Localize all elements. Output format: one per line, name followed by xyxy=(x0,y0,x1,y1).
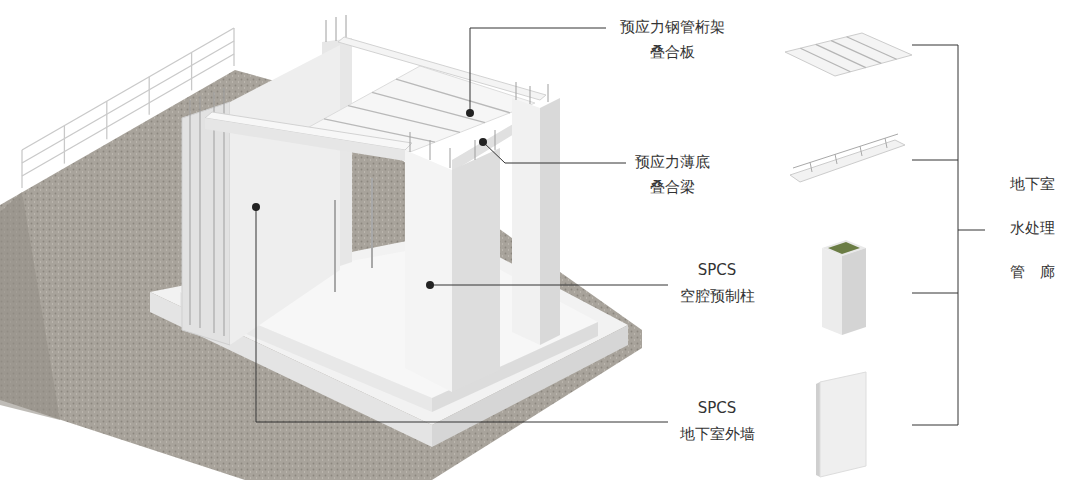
slab-icon-truss xyxy=(800,48,850,72)
callout-label: 预应力钢管桁架 叠合板 xyxy=(620,15,725,65)
wall-edge xyxy=(182,102,230,345)
prop xyxy=(334,200,336,292)
beam-icon-truss xyxy=(810,162,812,172)
leader-line xyxy=(430,285,668,286)
fence-post xyxy=(191,52,192,90)
truss xyxy=(372,92,485,122)
wall-icon-edge xyxy=(816,382,820,477)
rebar xyxy=(475,140,476,160)
beam-icon-truss xyxy=(835,154,837,164)
rebar xyxy=(326,20,327,42)
beam xyxy=(338,37,546,100)
fence-post xyxy=(21,150,22,188)
slab-icon xyxy=(785,33,912,76)
fence-post xyxy=(106,101,107,139)
bracket xyxy=(912,160,958,161)
beam xyxy=(205,118,405,161)
rebar xyxy=(410,132,411,152)
truss xyxy=(348,106,460,133)
beam-icon-truss xyxy=(885,138,887,148)
column-icon xyxy=(842,248,866,335)
wall-face xyxy=(230,45,340,345)
column-side xyxy=(452,148,500,392)
leader-line xyxy=(470,28,606,113)
rebar xyxy=(190,100,191,325)
bracket xyxy=(912,45,958,46)
rebar xyxy=(548,84,549,102)
rebar xyxy=(346,15,347,39)
column-front xyxy=(405,150,452,392)
rebar xyxy=(336,17,337,41)
wall-icon xyxy=(820,372,866,477)
slab-icon-truss xyxy=(831,41,881,64)
leader-dot xyxy=(466,109,474,117)
callout-label: 预应力薄底 叠合梁 xyxy=(635,150,710,200)
rebar xyxy=(495,130,496,150)
slab-icon-truss xyxy=(816,44,866,67)
leader-line xyxy=(483,142,626,163)
leader-line xyxy=(256,207,668,422)
rebar xyxy=(516,82,517,100)
column-icon xyxy=(822,248,842,335)
berm-side xyxy=(0,192,60,420)
rebar xyxy=(450,148,451,168)
callout-label: SPCS 空腔预制柱 xyxy=(680,257,755,309)
fence-post xyxy=(149,77,150,115)
fence-post xyxy=(233,28,234,66)
rebar xyxy=(430,140,431,160)
bracket xyxy=(958,45,959,425)
beam-icon-truss xyxy=(793,134,898,168)
prop xyxy=(371,178,373,268)
bracket xyxy=(912,425,958,426)
column-side xyxy=(540,98,560,345)
beam-icon xyxy=(790,140,905,182)
leader-dot xyxy=(252,203,260,211)
leader-dot xyxy=(426,281,434,289)
slab-icon-truss xyxy=(847,37,897,59)
callout-label: SPCS 地下室外墙 xyxy=(680,395,755,447)
bracket xyxy=(958,230,985,231)
rebar xyxy=(200,96,201,328)
rebar xyxy=(530,86,531,104)
bracket xyxy=(912,293,958,294)
beam-icon-truss xyxy=(860,146,862,156)
group-label: 地下室 水处理 管廊 xyxy=(1010,162,1055,294)
column-front xyxy=(512,98,540,345)
leader-dot xyxy=(479,138,487,146)
fence-post xyxy=(64,126,65,164)
